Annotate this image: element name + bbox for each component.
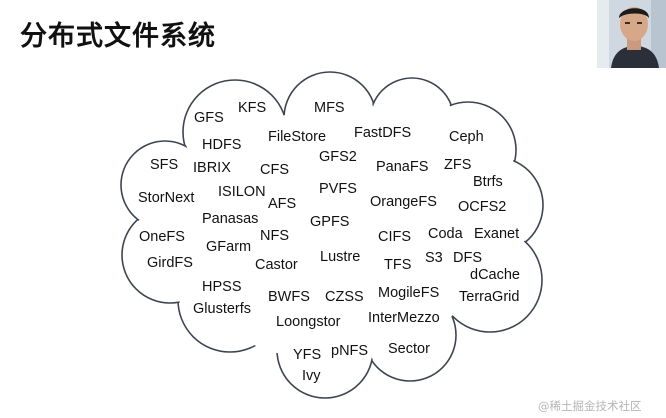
fs-label-ocfs2: OCFS2 bbox=[458, 199, 507, 215]
fs-label-panasas: Panasas bbox=[202, 211, 259, 227]
fs-label-coda: Coda bbox=[428, 226, 463, 242]
fs-label-glusterfs: Glusterfs bbox=[193, 301, 252, 317]
fs-label-castor: Castor bbox=[255, 257, 298, 273]
fs-label-lustre: Lustre bbox=[320, 249, 361, 265]
fs-label-mogilefs: MogileFS bbox=[378, 285, 440, 301]
fs-label-sfs: SFS bbox=[150, 157, 179, 173]
fs-label-gpfs: GPFS bbox=[310, 214, 350, 230]
slide-title: 分布式文件系统 bbox=[20, 21, 216, 52]
fs-label-ivy: Ivy bbox=[302, 368, 321, 384]
fs-label-mfs: MFS bbox=[314, 100, 345, 116]
fs-label-onefs: OneFS bbox=[139, 229, 185, 245]
fs-label-panafs: PanaFS bbox=[376, 159, 429, 175]
fs-label-hpss: HPSS bbox=[202, 279, 242, 295]
fs-label-cifs: CIFS bbox=[378, 229, 412, 245]
webcam-video bbox=[597, 0, 666, 68]
fs-label-ibrix: IBRIX bbox=[193, 160, 231, 176]
fs-label-sector: Sector bbox=[388, 341, 430, 357]
fs-label-filestore: FileStore bbox=[268, 129, 327, 145]
fs-label-czss: CZSS bbox=[325, 289, 364, 305]
fs-label-ceph: Ceph bbox=[449, 129, 484, 145]
fs-label-gfs: GFS bbox=[194, 110, 224, 126]
fs-label-pvfs: PVFS bbox=[319, 181, 357, 197]
fs-label-cfs: CFS bbox=[260, 162, 289, 178]
fs-label-bwfs: BWFS bbox=[268, 289, 310, 305]
fs-label-stornext: StorNext bbox=[138, 190, 195, 206]
fs-label-exanet: Exanet bbox=[474, 226, 520, 242]
fs-label-isilon: ISILON bbox=[218, 184, 266, 200]
fs-label-pnfs: pNFS bbox=[331, 343, 369, 359]
fs-label-gfarm: GFarm bbox=[206, 239, 252, 255]
fs-label-afs: AFS bbox=[268, 196, 297, 212]
fs-label-s3: S3 bbox=[425, 250, 443, 266]
fs-label-terragrid: TerraGrid bbox=[459, 289, 520, 305]
fs-label-kfs: KFS bbox=[238, 100, 267, 116]
fs-label-btrfs: Btrfs bbox=[473, 174, 503, 190]
fs-label-fastdfs: FastDFS bbox=[354, 125, 412, 141]
fs-label-yfs: YFS bbox=[293, 347, 322, 363]
fs-label-zfs: ZFS bbox=[444, 157, 472, 173]
fs-label-nfs: NFS bbox=[260, 228, 289, 244]
watermark-text: @稀土掘金技术社区 bbox=[538, 399, 642, 413]
fs-label-gfs2: GFS2 bbox=[319, 149, 357, 165]
fs-label-orangefs: OrangeFS bbox=[370, 194, 437, 210]
fs-label-hdfs: HDFS bbox=[202, 137, 242, 153]
fs-label-tfs: TFS bbox=[384, 257, 412, 273]
fs-label-dfs: DFS bbox=[453, 250, 482, 266]
fs-label-girdfs: GirdFS bbox=[147, 255, 193, 271]
fs-label-loongstor: Loongstor bbox=[276, 314, 341, 330]
fs-label-dcache: dCache bbox=[470, 267, 520, 283]
fs-label-intermezzo: InterMezzo bbox=[368, 310, 440, 326]
